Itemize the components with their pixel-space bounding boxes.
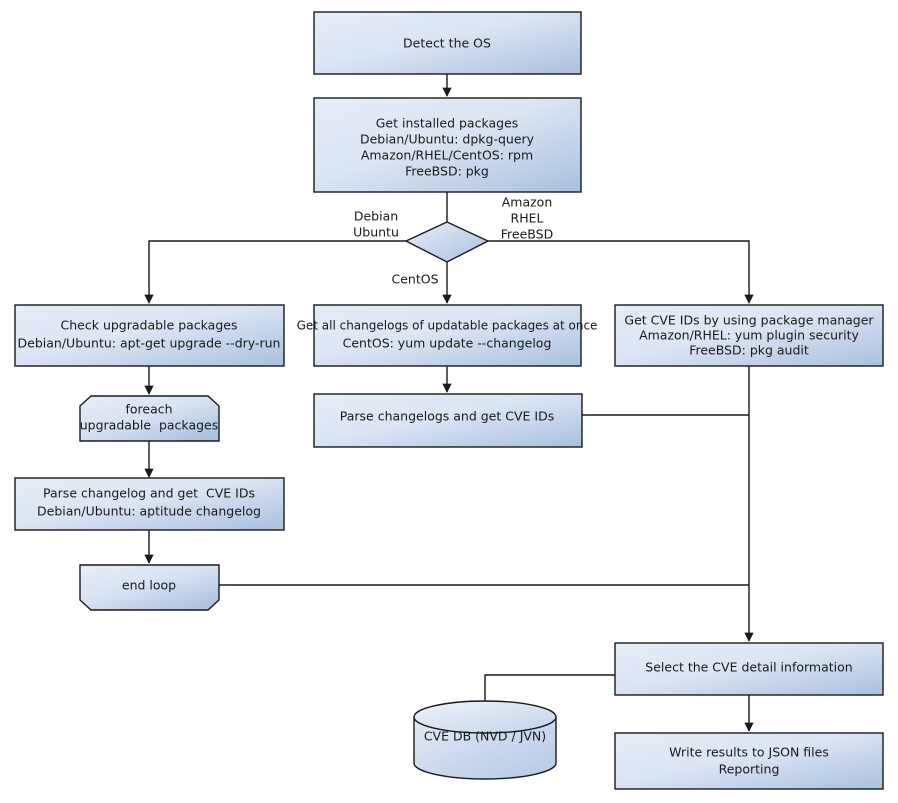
edge-label-centos: CentOS xyxy=(391,272,438,287)
detect-os-box[interactable] xyxy=(313,11,582,75)
end-loop-label: end loop xyxy=(122,578,176,593)
os-decision-diamond[interactable] xyxy=(404,221,490,263)
end-loop-shape[interactable] xyxy=(79,564,220,611)
cve-db-cylinder-top xyxy=(413,700,557,734)
get-cve-ids-pkgmgr-line-1: Get CVE IDs by using package manager xyxy=(624,313,874,328)
parse-changelogs-label: Parse changelogs and get CVE IDs xyxy=(340,409,554,424)
get-all-changelogs-box[interactable] xyxy=(313,304,582,367)
check-upgradable-line-2: Debian/Ubuntu: apt-get upgrade --dry-run xyxy=(18,336,281,351)
node-foreach-loop-start[interactable]: foreach upgradable packages xyxy=(79,395,220,442)
get-installed-packages-line-2: Debian/Ubuntu: dpkg-query xyxy=(360,132,535,147)
cve-db-cylinder-body[interactable] xyxy=(413,716,557,780)
branch-rhel-line-2: RHEL xyxy=(511,211,544,226)
get-cve-ids-pkgmgr-line-2: Amazon/RHEL: yum plugin security xyxy=(639,328,859,343)
check-upgradable-line-1: Check upgradable packages xyxy=(61,318,238,333)
edge-label-debian-ubuntu: Debian Ubuntu xyxy=(353,209,399,240)
node-check-upgradable-packages[interactable]: Check upgradable packages Debian/Ubuntu:… xyxy=(14,304,285,367)
branch-rhel-line-1: Amazon xyxy=(502,195,553,210)
get-installed-packages-box[interactable] xyxy=(313,97,582,193)
node-parse-changelog-debian[interactable]: Parse changelog and get CVE IDs Debian/U… xyxy=(14,477,285,531)
parse-changelog-debian-line-1: Parse changelog and get CVE IDs xyxy=(43,486,255,501)
write-results-line-2: Reporting xyxy=(719,762,780,777)
foreach-line-1: foreach xyxy=(125,402,172,417)
node-os-decision[interactable] xyxy=(404,221,490,263)
node-detect-the-os[interactable]: Detect the OS xyxy=(313,11,582,75)
parse-changelog-debian-line-2: Debian/Ubuntu: aptitude changelog xyxy=(37,504,261,519)
node-get-cve-ids-package-manager[interactable]: Get CVE IDs by using package manager Ama… xyxy=(614,304,884,367)
node-cve-database[interactable]: CVE DB (NVD / JVN) xyxy=(413,700,557,780)
edge-decision-to-get-cve-pkgmgr xyxy=(488,240,754,304)
get-all-changelogs-line-2: CentOS: yum update --changelog xyxy=(343,336,552,351)
node-end-loop[interactable]: end loop xyxy=(79,564,220,611)
write-results-box[interactable] xyxy=(614,732,884,790)
write-results-line-1: Write results to JSON files xyxy=(669,745,829,760)
parse-changelog-debian-box[interactable] xyxy=(14,477,285,531)
get-installed-packages-line-4: FreeBSD: pkg xyxy=(405,164,489,179)
select-cve-detail-label: Select the CVE detail information xyxy=(645,660,852,675)
get-cve-ids-pkgmgr-box[interactable] xyxy=(614,304,884,367)
node-get-installed-packages[interactable]: Get installed packages Debian/Ubuntu: dp… xyxy=(313,97,582,193)
edge-cvedb-to-select-cve xyxy=(484,674,615,705)
cve-db-label: CVE DB (NVD / JVN) xyxy=(424,729,546,744)
node-get-all-changelogs[interactable]: Get all changelogs of updatable packages… xyxy=(297,304,598,367)
branch-debian-line-1: Debian xyxy=(354,209,398,224)
branch-rhel-line-3: FreeBSD xyxy=(501,227,553,242)
detect-os-label: Detect the OS xyxy=(403,36,491,51)
connector-layer xyxy=(144,74,754,732)
node-write-results[interactable]: Write results to JSON files Reporting xyxy=(614,732,884,790)
edge-label-amazon-rhel-freebsd: Amazon RHEL FreeBSD xyxy=(501,195,553,242)
get-all-changelogs-line-1: Get all changelogs of updatable packages… xyxy=(297,319,598,333)
node-select-cve-detail[interactable]: Select the CVE detail information xyxy=(614,642,884,696)
branch-debian-line-2: Ubuntu xyxy=(353,225,399,240)
get-installed-packages-line-3: Amazon/RHEL/CentOS: rpm xyxy=(361,148,533,163)
edge-decision-to-check-upgradable xyxy=(144,240,406,304)
foreach-line-2: upgradable packages xyxy=(80,418,219,433)
select-cve-detail-box[interactable] xyxy=(614,642,884,696)
get-cve-ids-pkgmgr-line-3: FreeBSD: pkg audit xyxy=(689,343,809,358)
branch-centos-label: CentOS xyxy=(391,272,438,287)
foreach-loop-shape[interactable] xyxy=(79,395,220,442)
get-installed-packages-line-1: Get installed packages xyxy=(376,116,519,131)
node-parse-changelogs-centos[interactable]: Parse changelogs and get CVE IDs xyxy=(313,393,583,448)
parse-changelogs-box[interactable] xyxy=(313,393,583,448)
check-upgradable-box[interactable] xyxy=(14,304,285,367)
